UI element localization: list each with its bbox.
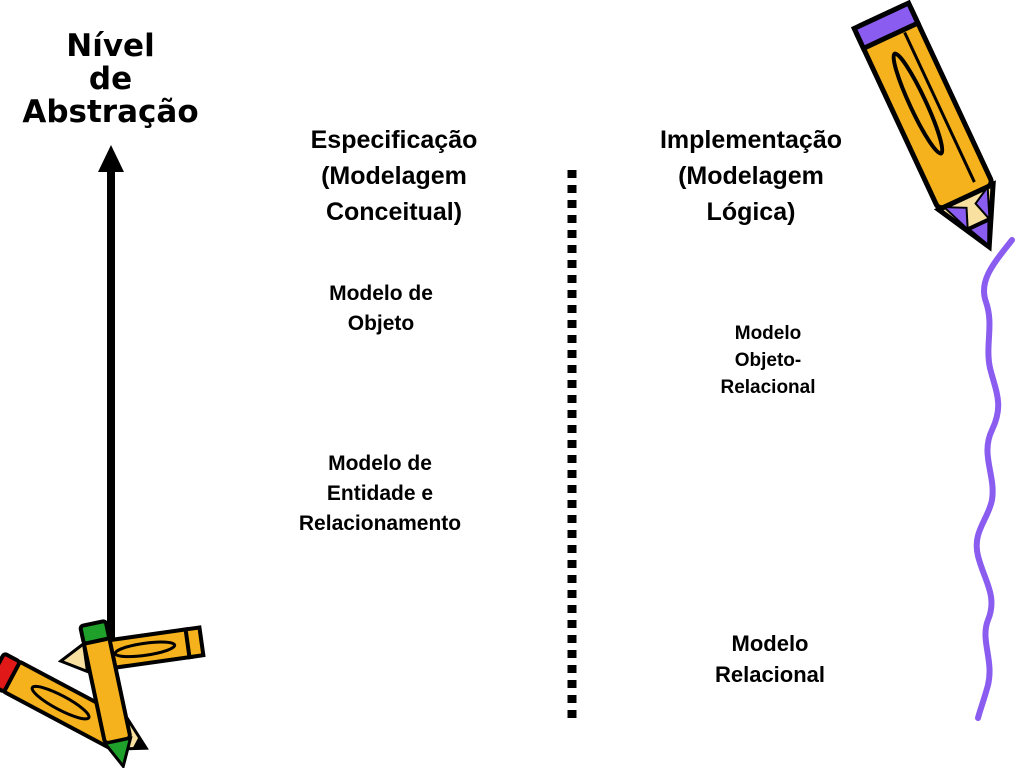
squiggle-line: [973, 237, 1015, 721]
axis-label-abstraction-level: Nível de Abstração: [22, 28, 199, 130]
pencil-icon: [850, 0, 996, 252]
specification-heading: Especificação (Modelagem Conceitual): [310, 126, 478, 226]
model-relational: Modelo Relacional: [714, 631, 826, 687]
model-object: Modelo de Objeto: [329, 282, 433, 335]
implementation-heading: Implementação (Modelagem Lógica): [659, 126, 842, 226]
crossed-pencils-icon: [0, 619, 206, 768]
model-object-relational: Modelo Objeto- Relacional: [720, 323, 816, 398]
up-arrow-icon: [98, 145, 124, 720]
model-entity-relationship: Modelo de Entidade e Relacionamento: [298, 452, 462, 535]
